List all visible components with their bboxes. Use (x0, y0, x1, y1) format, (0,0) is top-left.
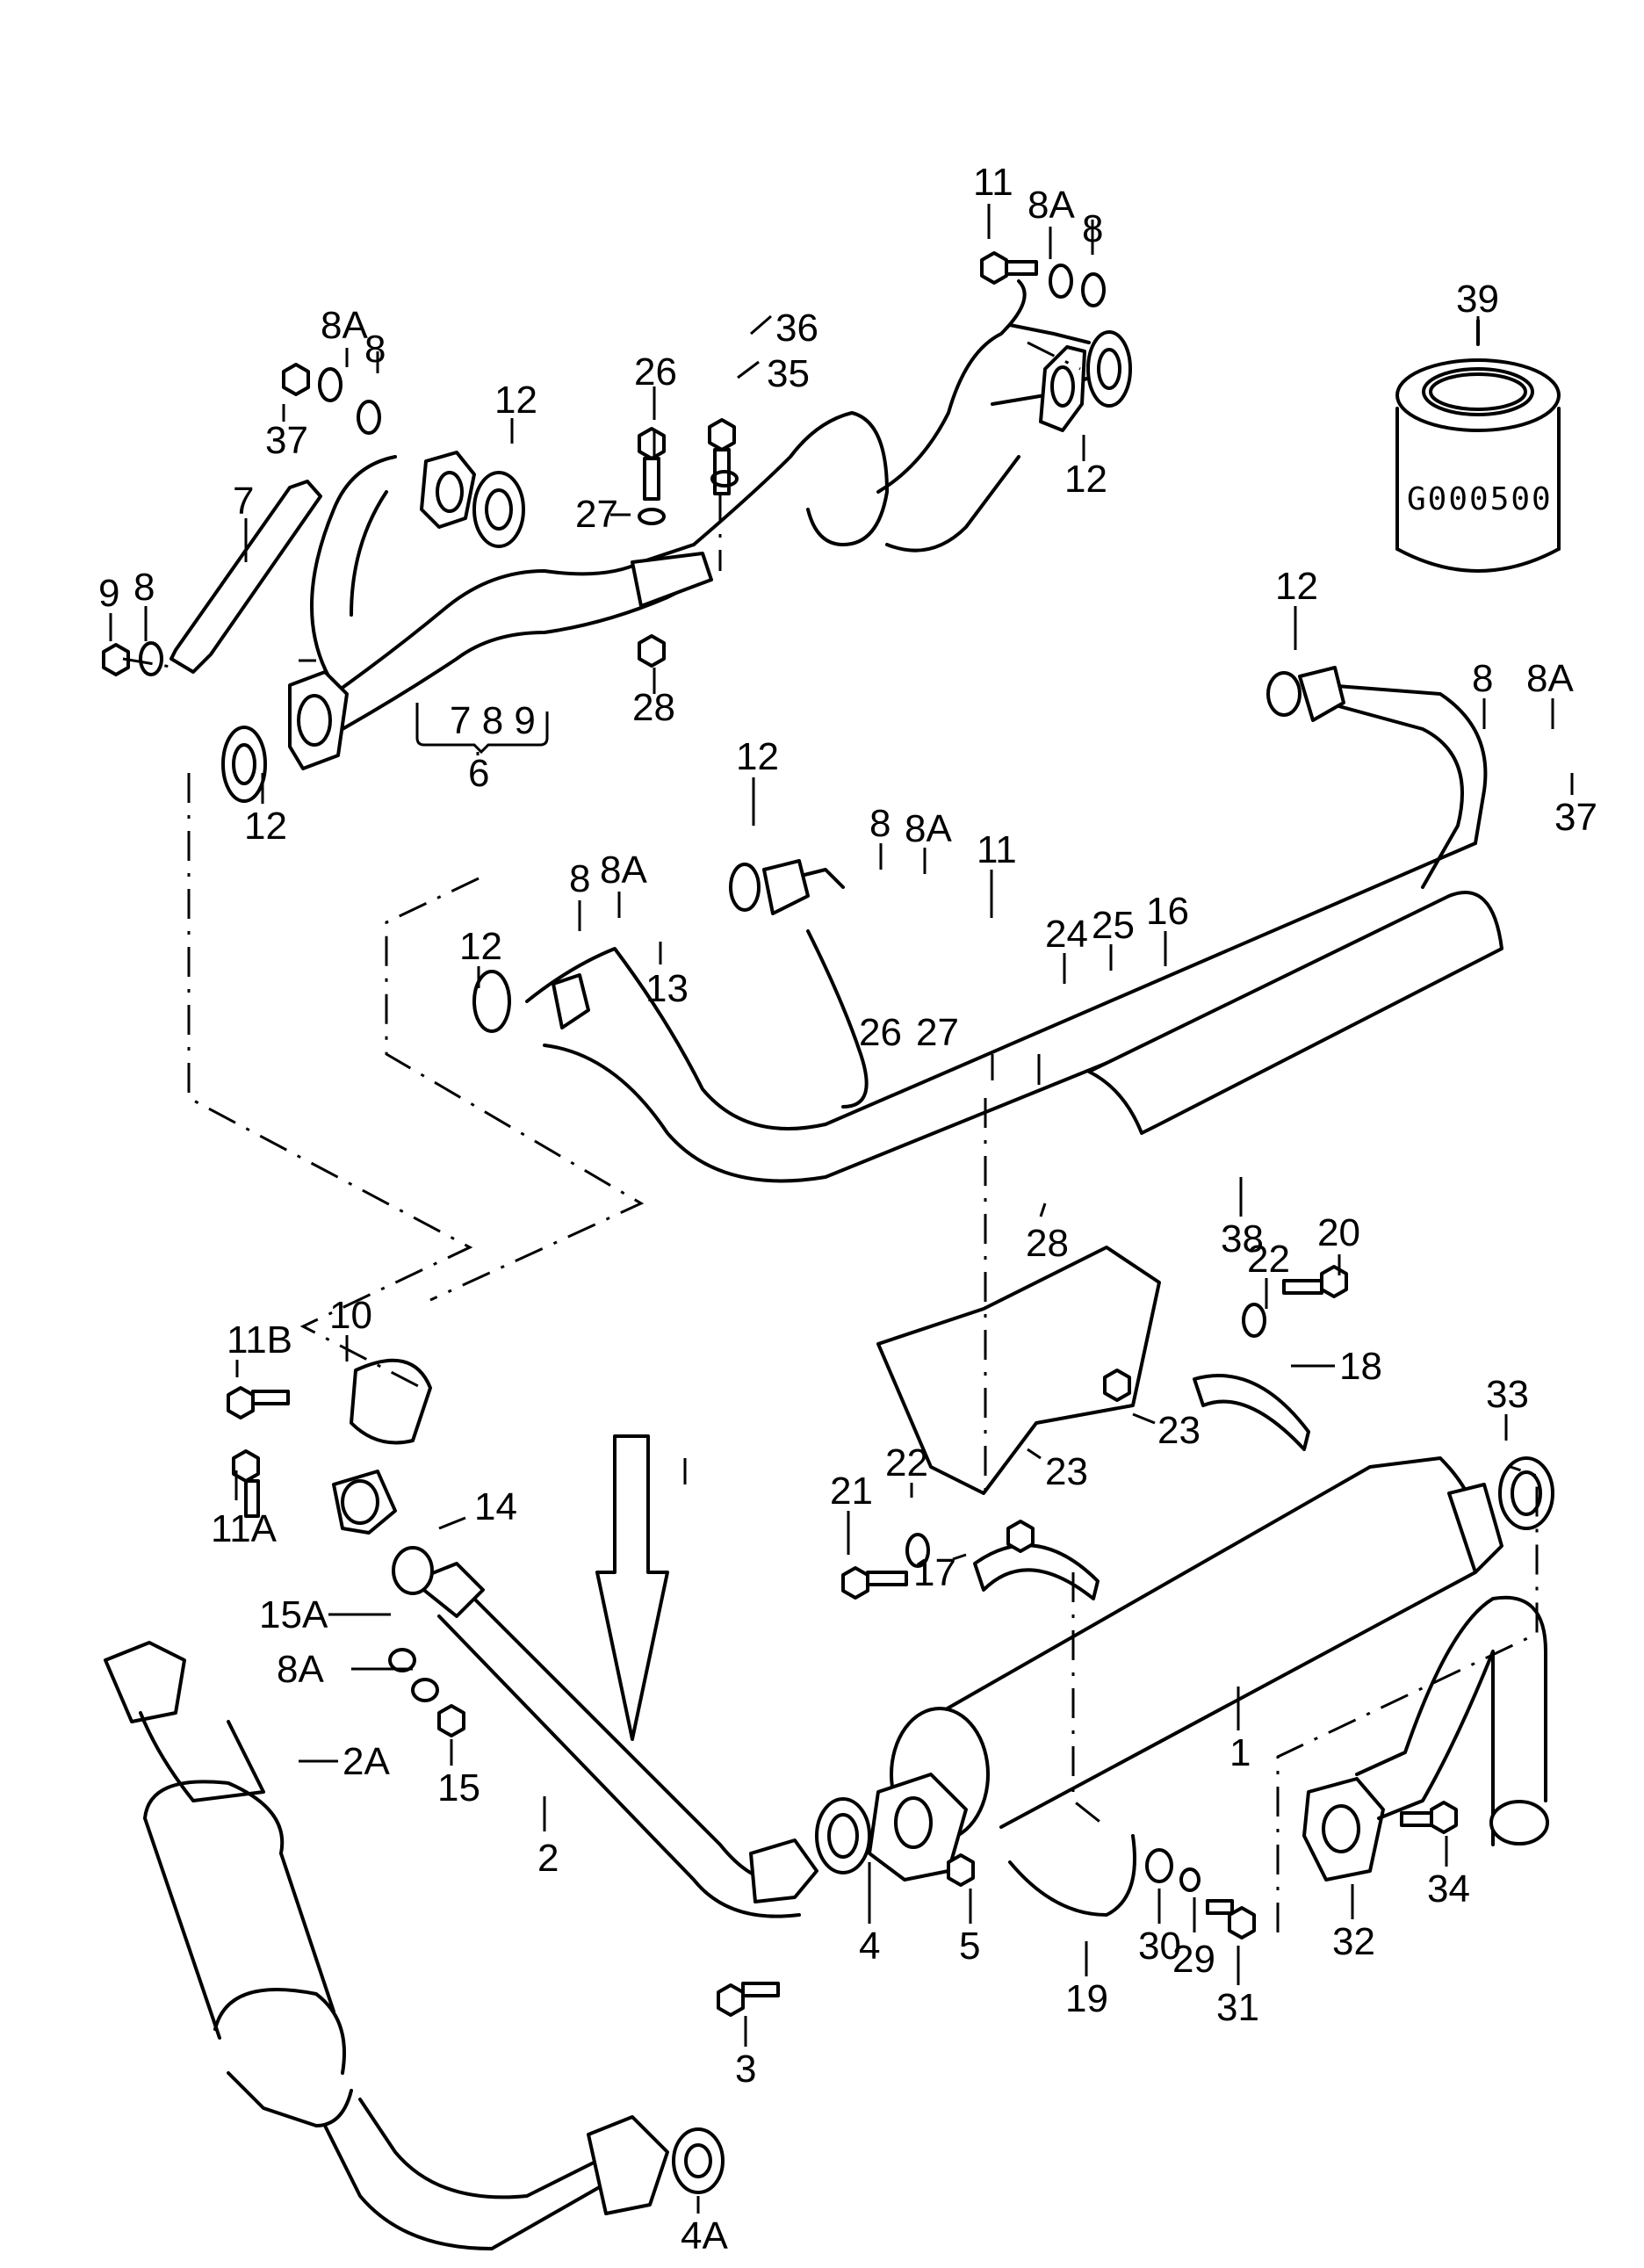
part-2-intermediate-pipe (227, 1358, 1256, 2017)
callout-23: 23 (1157, 1409, 1201, 1452)
callout-33: 33 (1486, 1373, 1529, 1416)
callout-31: 31 (1216, 1986, 1259, 2029)
box-code-text: G000500 (1407, 481, 1553, 517)
callout-2a: 2A (342, 1740, 390, 1783)
callout-29: 29 (1172, 1938, 1215, 1981)
part-17-clamp (973, 1543, 1100, 1600)
callout-26: 26 (634, 350, 677, 394)
callout-11: 11 (977, 828, 1017, 871)
callout-23: 23 (1045, 1450, 1088, 1493)
callout-12: 12 (244, 805, 287, 848)
callout-12: 12 (494, 379, 537, 422)
callout-9: 9 (98, 572, 119, 615)
callout-8a: 8A (1526, 657, 1574, 700)
callout-27: 27 (575, 493, 618, 536)
gasket-12-left-top (472, 471, 525, 548)
part-18-clamp (1193, 1374, 1310, 1451)
callout-16: 16 (1146, 890, 1189, 933)
callout-11b: 11B (227, 1318, 292, 1362)
callout-19: 19 (1065, 1977, 1108, 2020)
callout-25: 25 (1092, 904, 1135, 947)
callout-7-8-9: 7 8 9 (450, 699, 536, 742)
callout-11a: 11A (211, 1507, 278, 1550)
callout-20: 20 (1317, 1211, 1360, 1254)
callout-8a: 8A (905, 807, 952, 850)
callout-37: 37 (1554, 796, 1597, 839)
gasket-4 (815, 1797, 871, 1874)
callout-28: 28 (632, 686, 675, 729)
part-4a-seal (672, 2127, 725, 2194)
callout-14: 14 (474, 1485, 517, 1528)
callout-28: 28 (1026, 1222, 1069, 1265)
callout-24: 24 (1045, 913, 1088, 956)
part-7-strap (169, 480, 322, 674)
callout-15a: 15A (259, 1593, 328, 1636)
gasket-12-right-top (1086, 330, 1132, 408)
gasket-12-left-lower (221, 726, 267, 803)
gasket-33 (1498, 1456, 1554, 1530)
callout-8: 8 (1082, 207, 1103, 250)
connector-lines (122, 341, 1539, 1932)
part-1-muffler (890, 1456, 1554, 1842)
callout-7: 7 (233, 480, 254, 523)
part-14-seal (392, 1546, 434, 1595)
callout-12: 12 (736, 735, 779, 778)
callout-18: 18 (1339, 1345, 1382, 1388)
callout-4a: 4A (681, 2214, 728, 2257)
fasteners-top (102, 251, 1106, 676)
callout-30: 30 (1138, 1925, 1181, 1968)
group-bracket-6 (415, 703, 549, 755)
part-16-center-pipe (472, 666, 1488, 1183)
callout-39: 39 (1456, 278, 1499, 321)
part-39-cylinder: G000500 (1395, 319, 1561, 573)
callout-11: 11 (973, 161, 1013, 204)
callout-8: 8 (1472, 657, 1493, 700)
callout-22: 22 (1247, 1238, 1290, 1281)
part-6-front-pipe (288, 279, 1091, 770)
callout-6: 6 (468, 752, 489, 795)
callout-8a: 8A (321, 304, 368, 347)
callout-2: 2 (537, 1837, 559, 1880)
gasket-12-group-top (221, 330, 1132, 803)
callout-32: 32 (1332, 1920, 1375, 1963)
callout-22: 22 (885, 1441, 928, 1484)
leader-lines (109, 204, 1574, 2214)
callout-38: 38 (1221, 1217, 1264, 1260)
arrow-down-indicator (595, 1434, 669, 1741)
callout-10: 10 (329, 1294, 372, 1337)
callout-8: 8 (364, 328, 386, 371)
callout-26: 26 (859, 1011, 902, 1054)
callout-12: 12 (459, 925, 502, 968)
part-32-tailpipe (1302, 1595, 1549, 1882)
callout-3: 3 (735, 2048, 756, 2091)
callout-37: 37 (265, 419, 308, 462)
callout-17: 17 (913, 1551, 956, 1594)
callout-13: 13 (645, 967, 689, 1010)
callout-35: 35 (767, 352, 810, 395)
callout-15: 15 (437, 1766, 480, 1809)
callout-4: 4 (859, 1925, 880, 1968)
callout-12: 12 (1275, 565, 1318, 608)
callout-34: 34 (1427, 1867, 1470, 1910)
callout-8a: 8A (600, 849, 647, 892)
callout-8a: 8A (277, 1648, 324, 1691)
callout-8: 8 (569, 857, 590, 900)
part-38-heat-shield (1087, 891, 1503, 1135)
callout-36: 36 (775, 307, 818, 350)
callout-labels: 11 8A 8 39 36 35 26 27 28 12 8A 8 37 12 … (98, 161, 1597, 2257)
bracket-assembly (841, 1246, 1348, 1600)
callout-21: 21 (830, 1470, 873, 1513)
part-10-flange (350, 1358, 432, 1445)
callout-27: 27 (916, 1011, 959, 1054)
part-2a-catalytic-converter (104, 1641, 725, 2250)
callout-12: 12 (1064, 458, 1107, 501)
callout-8: 8 (133, 566, 155, 609)
callout-1: 1 (1229, 1731, 1251, 1774)
callout-5: 5 (959, 1925, 980, 1968)
callout-8a: 8A (1028, 184, 1075, 227)
callout-8: 8 (869, 802, 890, 845)
